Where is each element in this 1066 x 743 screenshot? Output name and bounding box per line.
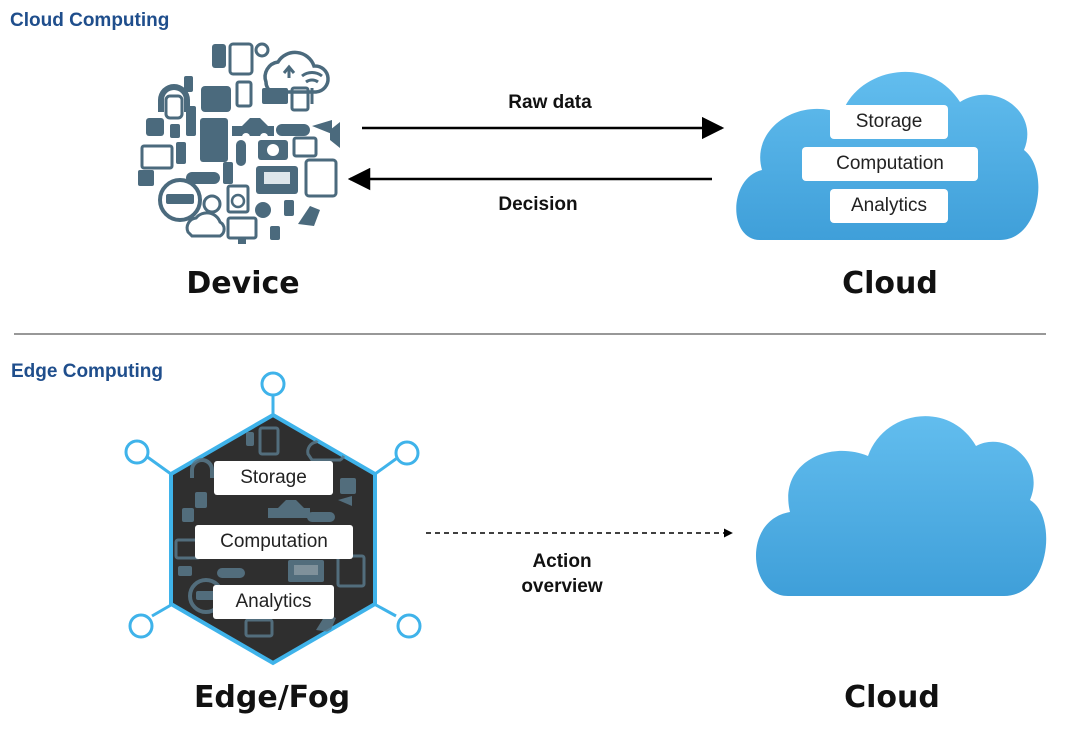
cloud-computation-label: Computation <box>802 147 978 181</box>
cloud-analytics-label: Analytics <box>830 189 948 223</box>
telephone-icon <box>201 86 231 112</box>
gamepad-icon <box>276 124 310 136</box>
edge-analytics-label: Analytics <box>213 585 334 619</box>
desktop-icon <box>226 216 258 240</box>
toothbrush-icon <box>186 106 196 136</box>
cloud-shape-bottom <box>755 416 1047 596</box>
edge-node-hexagon <box>124 371 422 666</box>
cloud-label-bottom: Cloud <box>844 680 940 715</box>
speaker-icon <box>290 86 310 112</box>
edge-node-right-top <box>394 440 420 466</box>
edge-node-left-top <box>124 439 150 465</box>
remote-icon <box>235 80 253 108</box>
car-icon <box>232 118 274 136</box>
washer-icon <box>226 184 250 214</box>
edge-fog-label: Edge/Fog <box>193 680 351 715</box>
edge-connector-left-top <box>145 454 172 476</box>
satellite-icon <box>254 42 270 58</box>
decision-label: Decision <box>498 194 578 215</box>
watch-icon <box>146 118 164 136</box>
dish-icon <box>202 194 222 214</box>
action-overview-label: Action overview <box>482 549 642 599</box>
mobile-icon <box>184 76 193 92</box>
loudspeaker-icon <box>330 122 340 148</box>
bulb-icon <box>255 202 271 218</box>
cloud-label-top: Cloud <box>842 266 938 301</box>
edge-node-left-bottom <box>128 613 154 639</box>
shoe-icon <box>298 206 320 226</box>
cloud-computing-title: Cloud Computing <box>10 10 170 31</box>
action-overview-line1: Action <box>532 551 592 572</box>
small-cloud-icon <box>185 211 226 238</box>
edge-computing-title: Edge Computing <box>11 361 163 382</box>
edge-connector-right-top <box>374 454 401 476</box>
antenna-icon <box>301 71 323 104</box>
cloud-storage-label: Storage <box>830 105 948 139</box>
microphone-icon <box>236 140 246 166</box>
phone-icon <box>212 44 226 68</box>
monitor-wifi-icon <box>140 144 174 170</box>
action-overview-line2: overview <box>521 576 603 597</box>
oven-icon <box>304 158 338 198</box>
cloud-upload-icon <box>263 50 330 94</box>
edge-node-right-bottom <box>396 613 422 639</box>
edge-computation-label: Computation <box>195 525 353 559</box>
device-icon-cluster <box>138 42 340 244</box>
raw-data-label: Raw data <box>508 92 592 113</box>
edge-node-top <box>260 371 286 397</box>
device-label: Device <box>186 266 300 301</box>
fridge-icon <box>200 118 228 162</box>
meter-icon <box>158 178 202 222</box>
drone-icon <box>312 120 332 134</box>
headphones-icon <box>158 84 190 112</box>
tablet-icon <box>228 42 254 76</box>
laptop-icon <box>262 88 288 104</box>
edge-storage-label: Storage <box>214 461 333 495</box>
